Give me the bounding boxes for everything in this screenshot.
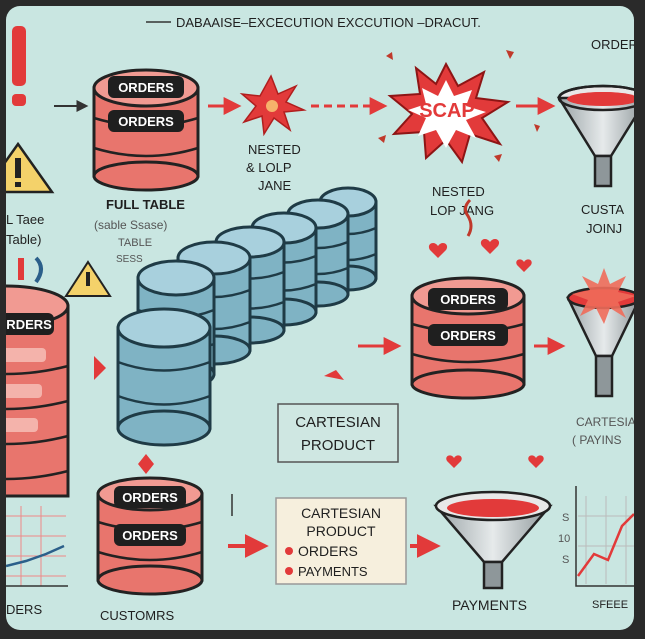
full-table-label: FULL TABLE (106, 197, 185, 212)
db-top-label-2: ORDERS (118, 114, 174, 129)
database-orders-left: ORDERS (6, 284, 70, 498)
customers-label: CUSTOMRS (100, 608, 174, 623)
bullet-icon-orders (285, 547, 293, 555)
explosion-small-icon (239, 74, 307, 137)
db-mid-label-2: ORDERS (440, 328, 496, 343)
db-left-label: ORDERS (6, 317, 52, 332)
db-bottom-label-2: ORDERS (122, 528, 178, 543)
diagram-title: DABAAISE–EXCECUTION EXCCUTION –DRACUT. (176, 15, 481, 30)
custom-join-label-1: CUSTA (581, 202, 624, 217)
cylinder-chain (116, 186, 378, 447)
left-fragment-line1: L Taee (6, 212, 44, 227)
warning-icon-small (64, 260, 112, 297)
mini-chart-left (6, 506, 68, 587)
chart-tick-1: S (562, 512, 569, 524)
db-top-label-1: ORDERS (118, 80, 174, 95)
bottom-label-left: DERS (6, 602, 42, 617)
database-orders-bottom: ORDERS ORDERS (96, 476, 204, 596)
left-fragment-line2: Table) (6, 232, 41, 247)
funnel-mid-icon (566, 268, 634, 398)
db-bottom-label-1: ORDERS (122, 490, 178, 505)
red-marker-left (94, 356, 106, 380)
custom-join-label-2: JOINJ (586, 221, 622, 236)
database-orders-top: ORDERS ORDERS (92, 68, 200, 192)
explosion-burst-icon (387, 61, 511, 165)
exclamation-icon-small (18, 258, 24, 280)
nested-loop-label-1: NESTED (248, 142, 301, 157)
database-orders-mid: ORDERS ORDERS (410, 276, 526, 400)
red-diamond-marker (138, 454, 154, 474)
top-right-orders-label: ORDERS (591, 37, 634, 52)
exclamation-icon (12, 26, 26, 106)
payments-label: PAYMENTS (452, 597, 527, 613)
cartesian-center-line1: CARTESIAN (295, 414, 381, 431)
cartesian-right-label-2: ( PAYINS (572, 433, 622, 447)
nested-loop-label-2: & LOLP (246, 160, 292, 175)
warning-icon (6, 141, 55, 194)
cartesian-item-payments: PAYMENTS (298, 564, 368, 579)
chart-tick-3: S (562, 554, 569, 566)
nested-loop-2-label-2: LOP JANG (430, 203, 494, 218)
red-heart-marks (428, 239, 544, 468)
cartesian-product-box (277, 403, 399, 463)
blue-hook-icon (34, 256, 43, 284)
smoke-squiggle (463, 198, 473, 237)
chart-tick-2: 10 (558, 533, 570, 545)
red-fragment-center (324, 370, 344, 380)
funnel-top-icon (556, 84, 634, 188)
full-table-sub3: SESS (116, 254, 143, 265)
cartesian-box-line2: PRODUCT (306, 523, 376, 539)
debris-fragments (378, 50, 540, 162)
cartesian-item-orders: ORDERS (298, 543, 358, 559)
full-table-sub2: TABLE (118, 237, 152, 249)
funnel-bottom-icon (433, 490, 553, 590)
nested-loop-label-3: JANE (258, 178, 292, 193)
bullet-icon-payments (285, 567, 293, 575)
mini-chart-right (575, 486, 634, 587)
execution-diagram: DABAAISE–EXCECUTION EXCCUTION –DRACUT. O… (6, 15, 634, 623)
diagram-frame: DABAAISE–EXCECUTION EXCCUTION –DRACUT. O… (6, 6, 634, 630)
db-mid-label-1: ORDERS (440, 292, 496, 307)
cartesian-box-line1: CARTESIAN (301, 505, 381, 521)
cartesian-product-detail-box (275, 497, 407, 585)
full-table-sub: (sable Ssase) (94, 218, 167, 232)
burst-label: SCAP (419, 100, 475, 122)
cartesian-right-label-1: CARTESIA (576, 415, 634, 429)
blue-cylinder-1 (116, 307, 212, 447)
nested-loop-2-label-1: NESTED (432, 184, 485, 199)
cartesian-center-line2: PRODUCT (301, 437, 375, 454)
bottom-label-right: SFEEE (592, 599, 628, 611)
